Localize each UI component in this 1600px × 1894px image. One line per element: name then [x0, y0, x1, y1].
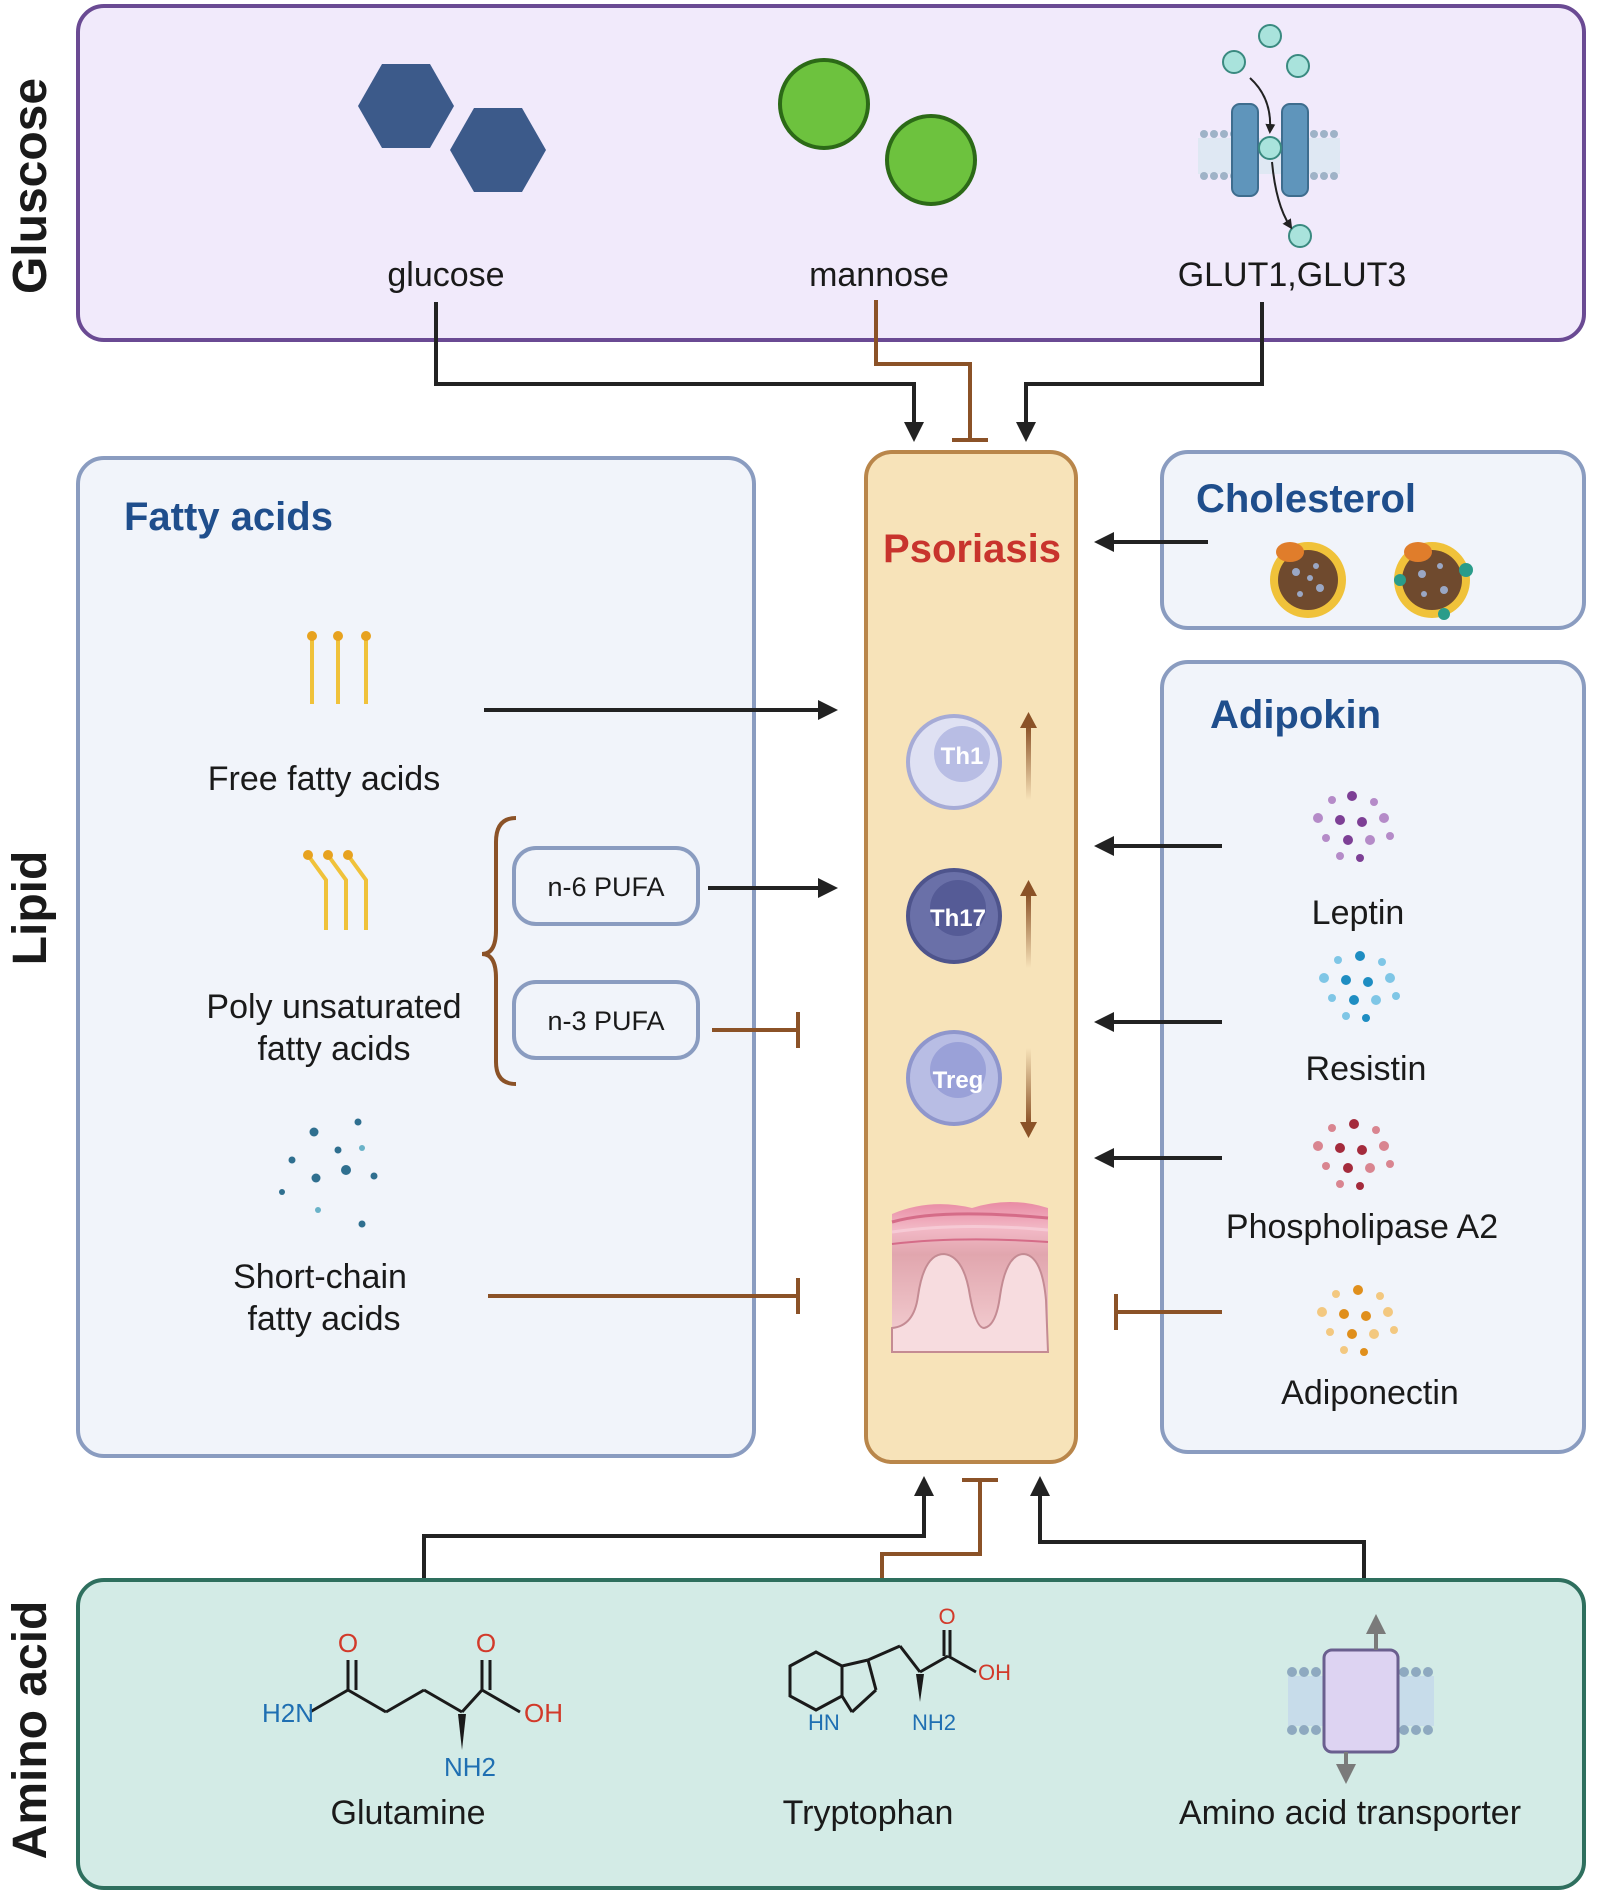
- glut-transporter-icon: [1198, 24, 1340, 248]
- glucose-hexagon-icon: [358, 64, 546, 192]
- th17-cell-icon: [906, 868, 1002, 964]
- n6-pufa-box: [512, 846, 700, 926]
- amino-acid-transporter-label: Amino acid transporter: [1179, 1794, 1521, 1832]
- th1-label: Th1: [941, 743, 984, 770]
- leptin-icon: [1313, 791, 1394, 862]
- side-label-amino-acid: Amino acid: [4, 1601, 57, 1860]
- amino-acid-panel: [76, 1578, 1586, 1890]
- th17-label: Th17: [930, 905, 986, 932]
- lipoprotein-icon: [1270, 542, 1473, 620]
- glutamine-h2n-atom: H2N: [262, 1698, 314, 1728]
- scfa-label-line2: fatty acids: [247, 1300, 400, 1338]
- free-fatty-acids-label: Free fatty acids: [208, 760, 440, 798]
- glutamine-o2-atom: O: [476, 1628, 496, 1658]
- glucose-panel: [76, 4, 1586, 342]
- psoriasis-title: Psoriasis: [883, 527, 1061, 571]
- mannose-label: mannose: [809, 256, 949, 294]
- side-label-lipid: Lipid: [4, 851, 57, 966]
- glucose-to-psoriasis-arrow: [434, 302, 924, 442]
- th1-cell-icon: [906, 714, 1002, 810]
- tryptophan-hn-atom: HN: [808, 1710, 840, 1735]
- n3-pufa-box: [512, 980, 700, 1060]
- pufa-label-line2: fatty acids: [257, 1030, 410, 1068]
- tryptophan-oh-atom: OH: [978, 1660, 1011, 1685]
- resistin-label: Resistin: [1306, 1050, 1427, 1088]
- n6-pufa-label: n-6 PUFA: [547, 872, 664, 902]
- side-label-glucose: Gluscose: [4, 78, 57, 294]
- pufa-icon: [303, 850, 368, 930]
- free-fatty-acid-icon: [307, 631, 371, 704]
- adiponectin-label: Adiponectin: [1281, 1374, 1459, 1412]
- glutamine-to-psoriasis-arrow: [422, 1476, 934, 1618]
- glutamine-nh2-atom: NH2: [444, 1752, 496, 1782]
- adiponectin-icon: [1317, 1285, 1398, 1356]
- glut-label: GLUT1,GLUT3: [1178, 256, 1407, 294]
- tryptophan-structure-icon: [788, 1630, 977, 1714]
- treg-cell-icon: [906, 1030, 1002, 1126]
- mannose-inhibits-psoriasis: [874, 300, 972, 440]
- scfa-label-line1: Short-chain: [233, 1258, 407, 1296]
- glucose-label: glucose: [387, 256, 504, 294]
- pufa-label-line1: Poly unsaturated: [206, 988, 461, 1026]
- glut-to-psoriasis-arrow: [1016, 302, 1264, 442]
- tryptophan-label: Tryptophan: [783, 1794, 954, 1832]
- glutamine-label: Glutamine: [331, 1794, 486, 1832]
- mannose-circle-icon: [778, 58, 977, 206]
- n3-pufa-label: n-3 PUFA: [547, 1006, 664, 1036]
- glutamine-oh-atom: OH: [524, 1698, 563, 1728]
- glutamine-o1-atom: O: [338, 1628, 358, 1658]
- psoriatic-skin-tissue-icon: [891, 1202, 1050, 1353]
- pufa-brace: [481, 816, 517, 1086]
- amino-acid-transporter-icon: [1287, 1614, 1434, 1784]
- phospholipase-a2-label: Phospholipase A2: [1226, 1208, 1498, 1246]
- adipokin-title: Adipokin: [1210, 693, 1381, 737]
- th1-up-arrow-icon: [1020, 712, 1037, 800]
- cholesterol-title: Cholesterol: [1196, 477, 1416, 521]
- fatty-acids-title: Fatty acids: [124, 495, 333, 539]
- glutamine-structure-icon: [309, 1660, 521, 1750]
- phospholipase-a2-icon: [1313, 1119, 1394, 1190]
- tryptophan-o-atom: O: [938, 1604, 955, 1629]
- fatty-acids-panel: [76, 456, 756, 1458]
- adipokin-panel: [1160, 660, 1586, 1454]
- treg-label: Treg: [933, 1067, 984, 1094]
- resistin-icon: [1319, 951, 1400, 1022]
- tryptophan-nh2-atom: NH2: [912, 1710, 956, 1735]
- short-chain-fatty-acid-icon: [279, 1118, 378, 1228]
- treg-down-arrow-icon: [1020, 1048, 1037, 1138]
- th17-up-arrow-icon: [1020, 880, 1037, 968]
- leptin-label: Leptin: [1312, 894, 1405, 932]
